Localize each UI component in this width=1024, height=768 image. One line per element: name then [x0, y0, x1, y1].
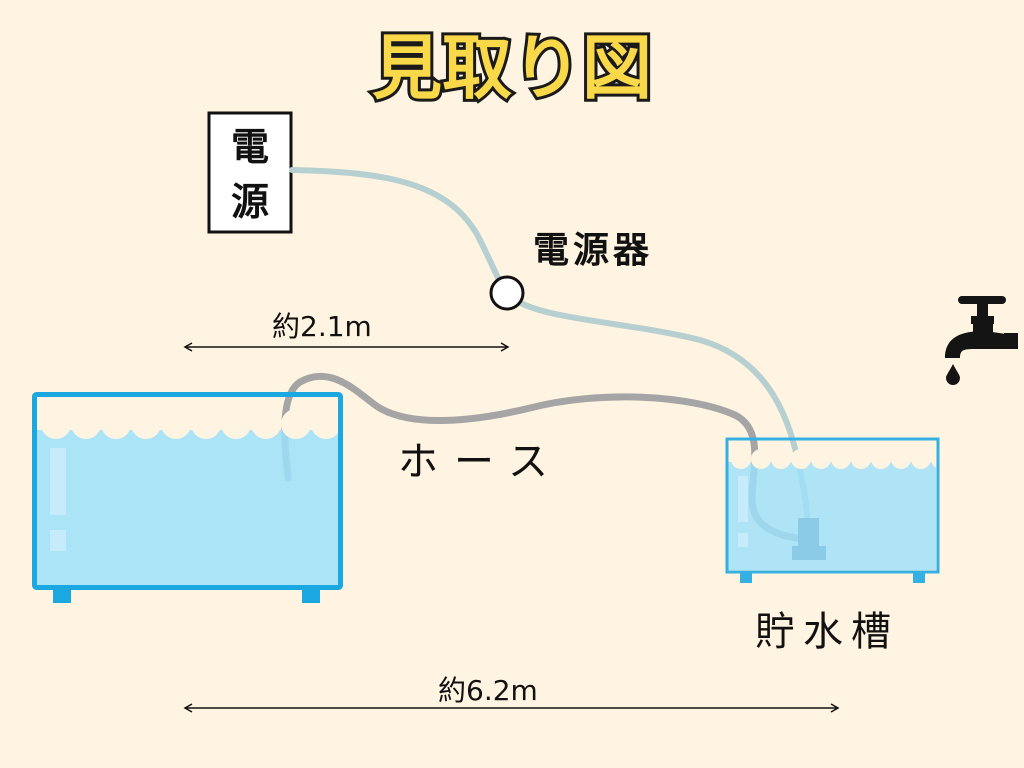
distance-long-arrow	[183, 703, 840, 713]
power-source-label-1: 電	[231, 125, 269, 169]
faucet-icon	[945, 296, 1018, 358]
water-drop-icon	[946, 364, 960, 385]
left-tank	[32, 392, 343, 603]
hose-label: ホース	[398, 439, 564, 485]
distance-long-label: 約6.2m	[438, 674, 538, 707]
pump	[792, 518, 826, 560]
power-unit-icon	[489, 275, 525, 311]
page-title: 見取り図	[372, 27, 652, 109]
power-source-box: 電 源	[207, 111, 293, 234]
reservoir-label: 貯水槽	[755, 609, 899, 655]
power-source-label-2: 源	[231, 180, 269, 224]
power-unit-label: 電源器	[533, 230, 653, 271]
distance-short-arrow	[183, 342, 510, 352]
reservoir-tank	[725, 437, 940, 583]
distance-short-label: 約2.1m	[272, 310, 372, 343]
